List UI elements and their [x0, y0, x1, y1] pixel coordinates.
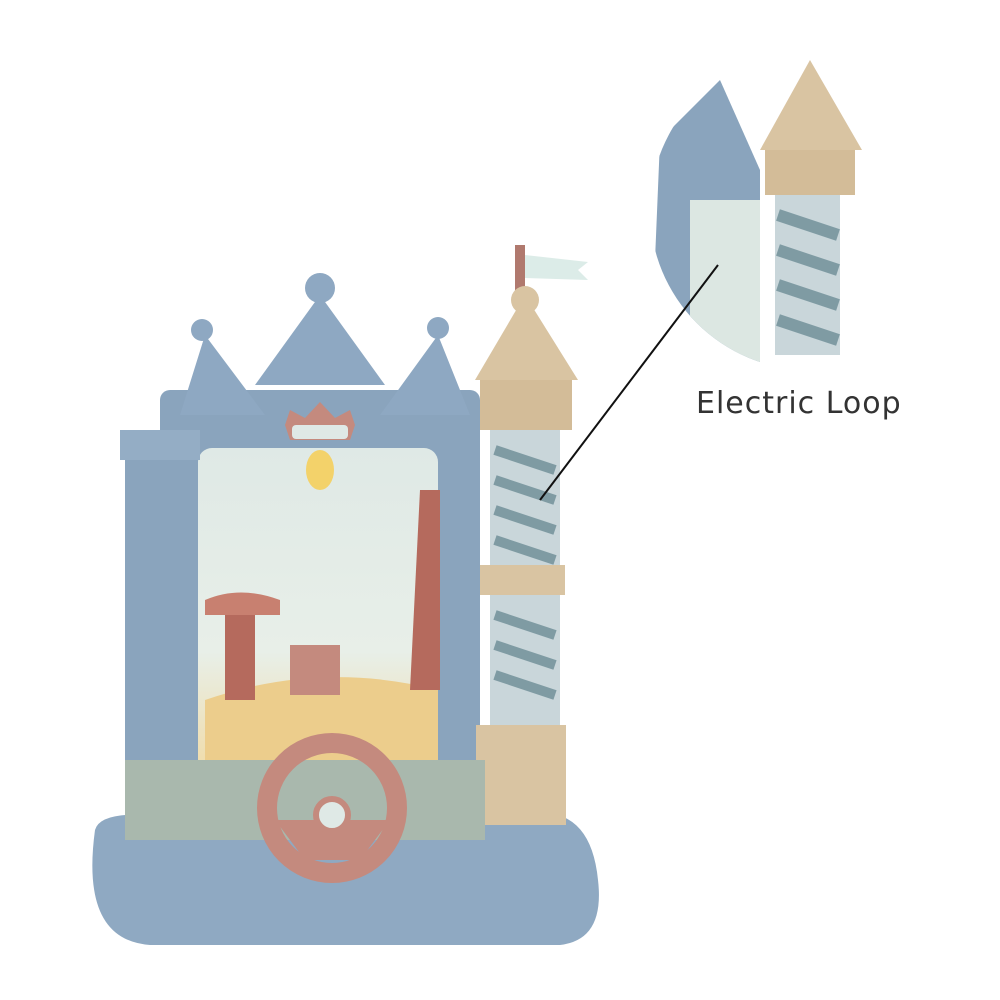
zoom-inset	[650, 50, 970, 370]
callout-leader-line	[539, 264, 719, 501]
callout-label: Electric Loop	[696, 386, 902, 421]
left-tower	[125, 440, 195, 820]
electric-loop-tower	[475, 245, 588, 825]
castle-roofs	[180, 273, 470, 415]
steering-wheel	[257, 733, 407, 883]
